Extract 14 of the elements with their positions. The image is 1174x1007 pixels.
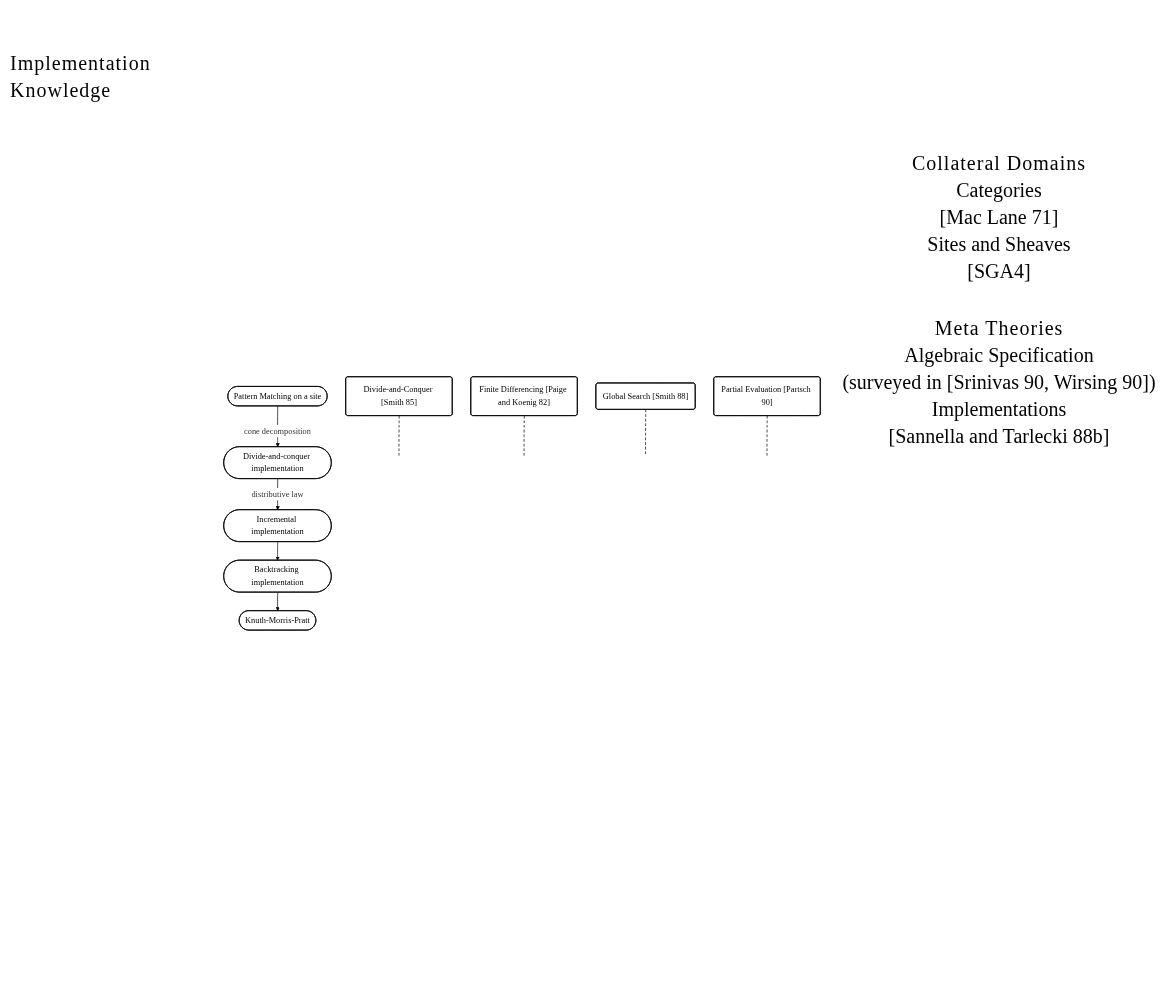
section-heading: Meta Theories (933, 316, 1065, 341)
reference-note: (surveyed in [Srinivas 90, Wirsing 90]) (841, 370, 1157, 396)
reference-note: Implementations (930, 397, 1068, 423)
reference-note: [Mac Lane 71] (938, 205, 1060, 230)
connector (645, 409, 647, 457)
section-heading: Collateral Domains (910, 151, 1088, 176)
reference-note: [Sannella and Tarlecki 88b] (887, 424, 1111, 449)
edge-label: cone decomposition (244, 426, 311, 436)
reference-note: Algebraic Specification (903, 343, 1095, 369)
edge-label: distributive law (251, 489, 304, 499)
reference-note: [SGA4] (966, 259, 1032, 284)
reference-note: Categories (955, 178, 1043, 204)
section-heading: Implementation Knowledge (10, 51, 152, 104)
reference-note: Sites and Sheaves (926, 232, 1072, 257)
